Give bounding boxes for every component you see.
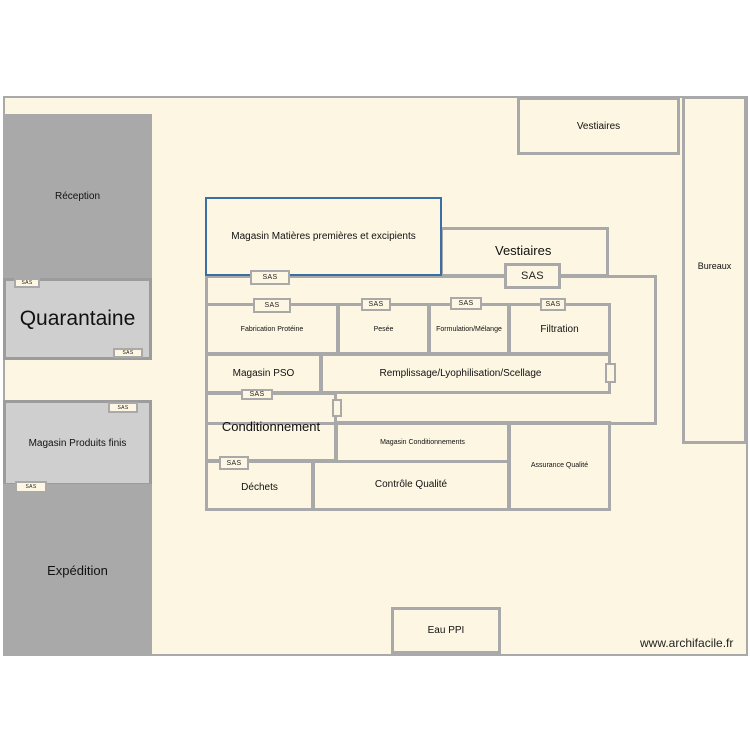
sas-label: SAS [545,301,561,308]
sas-label: SAS [21,280,33,286]
room-remplissage[interactable]: Remplissage/Lyophilisation/Scellage [320,353,611,394]
room-label: Conditionnement [221,418,321,434]
room-label: Vestiaires [495,242,552,258]
sas-magasin-matieres[interactable]: SAS [250,270,290,285]
room-label: Formulation/Mélange [436,325,502,333]
sas-pesee[interactable]: SAS [361,298,391,311]
sas-produits-finis-bottom[interactable]: SAS [15,481,47,493]
room-label: Vestiaires [576,120,621,132]
sas-quarantaine-bottom[interactable]: SAS [113,348,143,358]
room-label: Magasin Matières premières et excipients [231,231,416,242]
room-bureaux[interactable]: Bureaux [682,96,747,444]
room-label: Remplissage/Lyophilisation/Scellage [379,368,542,379]
sas-label: SAS [117,404,129,411]
room-conditionnement[interactable]: Conditionnement [205,392,337,462]
sas-dechets[interactable]: SAS [219,456,249,470]
sas-formulation[interactable]: SAS [450,297,482,310]
room-label: Contrôle Qualité [374,479,448,490]
room-label: Magasin PSO [232,368,295,379]
sas-label: SAS [122,350,134,356]
room-magasin-pso[interactable]: Magasin PSO [205,353,322,394]
room-label: Quarantaine [19,307,136,330]
sas-label: SAS [226,459,242,467]
sas-filtration[interactable]: SAS [540,298,566,311]
room-magasin-produits-finis[interactable]: Magasin Produits finis [3,400,152,486]
room-label: Magasin Produits finis [28,437,127,449]
sas-label: SAS [521,270,544,282]
room-expedition[interactable]: Expédition [3,484,152,656]
room-label: Déchets [241,482,278,493]
room-label: Pesée [373,325,394,333]
sas-produits-finis-top[interactable]: SAS [108,402,138,413]
room-label: Filtration [540,323,579,335]
sas-label: SAS [25,484,37,490]
room-vestiaires-top[interactable]: Vestiaires [517,97,680,155]
sas-label: SAS [264,302,280,309]
sas-label: SAS [262,274,278,281]
sas-vestiaires[interactable]: SAS [504,263,561,289]
room-label: Fabrication Protéine [240,325,304,333]
sas-quarantaine-top[interactable]: SAS [14,278,40,288]
sas-label: SAS [368,301,384,308]
room-label: Eau PPI [427,625,465,636]
room-label: Magasin Conditionnements [380,438,465,446]
room-reception[interactable]: Réception [3,114,152,279]
room-assurance-qualite[interactable]: Assurance Qualité [508,421,611,511]
door-conditionnement[interactable] [332,399,342,417]
room-label: Expédition [47,562,108,578]
sas-conditionnement[interactable]: SAS [241,389,273,400]
watermark: www.archifacile.fr [640,636,734,650]
room-label: Réception [54,191,101,202]
room-label: Assurance Qualité [530,461,589,469]
room-quarantaine[interactable]: Quarantaine [3,278,152,360]
sas-label: SAS [249,391,265,398]
room-formulation-melange[interactable]: Formulation/Mélange [428,303,510,355]
sas-label: SAS [458,300,474,307]
room-eau-ppi[interactable]: Eau PPI [391,607,501,654]
room-magasin-matieres[interactable]: Magasin Matières premières et excipients [205,197,442,276]
door-remplissage[interactable] [605,363,616,383]
room-label: Bureaux [697,261,732,271]
room-magasin-conditionnements[interactable]: Magasin Conditionnements [335,421,510,463]
sas-fabrication[interactable]: SAS [253,298,291,313]
room-controle-qualite[interactable]: Contrôle Qualité [312,460,510,511]
